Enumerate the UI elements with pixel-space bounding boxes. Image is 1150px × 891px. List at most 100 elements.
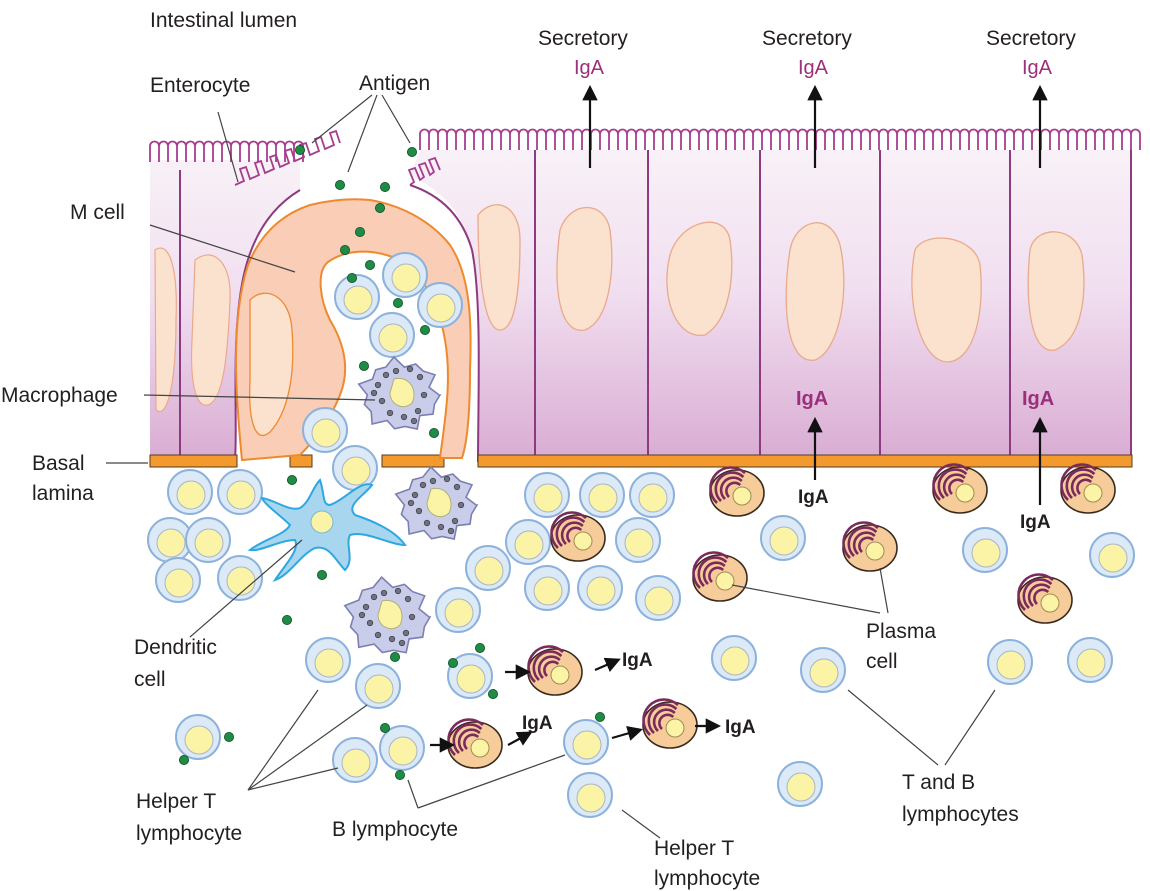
granule xyxy=(388,635,396,643)
macrophage xyxy=(357,355,442,430)
antigen-particle xyxy=(379,181,390,192)
plasma-cell-er xyxy=(647,703,678,734)
lymphocyte-nucleus xyxy=(533,576,563,606)
plasma-cell-nucleus xyxy=(732,486,752,506)
label-secretory-iga: IgA xyxy=(798,57,829,79)
label-iga-lamina: IgA xyxy=(798,487,829,508)
lymphocyte xyxy=(435,587,481,633)
leader-line xyxy=(847,689,939,766)
lymphocyte xyxy=(524,565,570,611)
lymphocyte-nucleus xyxy=(638,483,668,513)
lymphocyte xyxy=(355,663,401,709)
macrophage-nucleus xyxy=(377,599,403,630)
plasma-cell-er xyxy=(708,566,725,583)
antigen-particle xyxy=(406,146,417,157)
lymphocyte-nucleus xyxy=(809,658,839,688)
basal-lamina-segment xyxy=(289,454,313,468)
plasma-cell-er xyxy=(709,466,746,504)
label-helper-t-left-1: Helper T xyxy=(136,790,216,813)
lymphocyte-nucleus xyxy=(514,530,544,560)
lymphocyte-nucleus xyxy=(444,598,474,628)
lymphocyte xyxy=(332,737,378,783)
lymphocyte-nucleus xyxy=(586,576,616,606)
leader-line xyxy=(217,111,239,183)
label-helper-t-right-2: lymphocyte xyxy=(654,867,760,890)
plasma-cell xyxy=(447,718,503,769)
lymphocyte-nucleus xyxy=(341,748,371,778)
granule xyxy=(416,373,424,381)
leader-line xyxy=(149,224,296,273)
lymphocyte xyxy=(800,647,846,693)
granule xyxy=(437,523,445,531)
macrophage xyxy=(394,465,479,540)
plasma-cell xyxy=(1060,463,1116,514)
lymphocyte xyxy=(760,515,806,561)
label-plasma-1: Plasma xyxy=(866,620,936,643)
plasma-cell-er xyxy=(942,473,966,497)
antigen-particle xyxy=(286,474,297,485)
label-m-cell: M cell xyxy=(70,201,125,224)
label-iga-transcytosis: IgA xyxy=(796,388,828,410)
plasma-cell-er xyxy=(847,526,878,557)
lymphocyte-nucleus xyxy=(572,730,602,760)
leader-line xyxy=(311,94,373,144)
lymphocyte-nucleus xyxy=(176,480,206,510)
macrophage xyxy=(343,576,432,654)
dendritic-cell xyxy=(247,478,407,582)
granule xyxy=(443,475,451,483)
granule xyxy=(370,593,378,601)
plasma-cell-er xyxy=(560,521,584,545)
lymphocyte xyxy=(1089,532,1135,578)
nucleus xyxy=(477,204,521,331)
plasma-cell-nucleus xyxy=(550,665,570,685)
lymphocyte xyxy=(167,469,213,515)
differentiation-arrow xyxy=(611,725,643,741)
lymphocyte-nucleus xyxy=(1076,648,1106,678)
plasma-cell-er xyxy=(719,476,743,500)
leader-line xyxy=(189,539,303,638)
lymphocyte-nucleus xyxy=(971,538,1001,568)
label-iga-product: IgA xyxy=(522,713,553,734)
lymphocytes xyxy=(147,252,1135,818)
lymphocyte-nucleus xyxy=(156,528,186,558)
granule xyxy=(374,381,382,389)
leader-line xyxy=(247,689,319,791)
lymphocyte xyxy=(379,725,425,771)
plasma-cell-nucleus xyxy=(715,571,735,591)
antigen-particle xyxy=(389,652,400,663)
granule xyxy=(406,365,414,373)
dendritic-cell-nucleus xyxy=(310,510,334,534)
antigen-particle xyxy=(346,272,357,283)
granule xyxy=(453,483,461,491)
label-antigen: Antigen xyxy=(359,72,430,95)
label-dendritic-1: Dendritic xyxy=(134,636,217,659)
granule xyxy=(378,397,386,405)
plasma-cell-er xyxy=(1076,478,1093,495)
antigen-particle xyxy=(392,297,403,308)
granule xyxy=(366,619,374,627)
plasma-cell xyxy=(842,521,898,572)
label-basal-lamina-2: lamina xyxy=(32,482,94,505)
granule xyxy=(447,527,455,535)
lymphocyte-nucleus xyxy=(364,674,394,704)
microvillus-row xyxy=(234,129,341,186)
leader-line xyxy=(407,779,419,809)
lymphocyte xyxy=(1067,637,1113,683)
lymphocyte xyxy=(369,312,415,358)
secretion-arrow xyxy=(507,731,533,746)
granule xyxy=(400,413,408,421)
lymphocyte xyxy=(711,635,757,681)
plasma-cell-er xyxy=(714,471,745,502)
granule xyxy=(382,371,390,379)
lymphocyte-nucleus xyxy=(378,323,408,353)
antigen-particle xyxy=(223,732,234,743)
lymphocyte-nucleus xyxy=(588,483,618,513)
plasma-cell-er xyxy=(1070,473,1094,497)
lymphocyte-nucleus xyxy=(164,568,194,598)
granule xyxy=(392,367,400,375)
granule xyxy=(394,587,402,595)
antigen-particle xyxy=(595,712,606,723)
lymphocyte xyxy=(155,557,201,603)
label-dendritic-2: cell xyxy=(134,668,166,691)
